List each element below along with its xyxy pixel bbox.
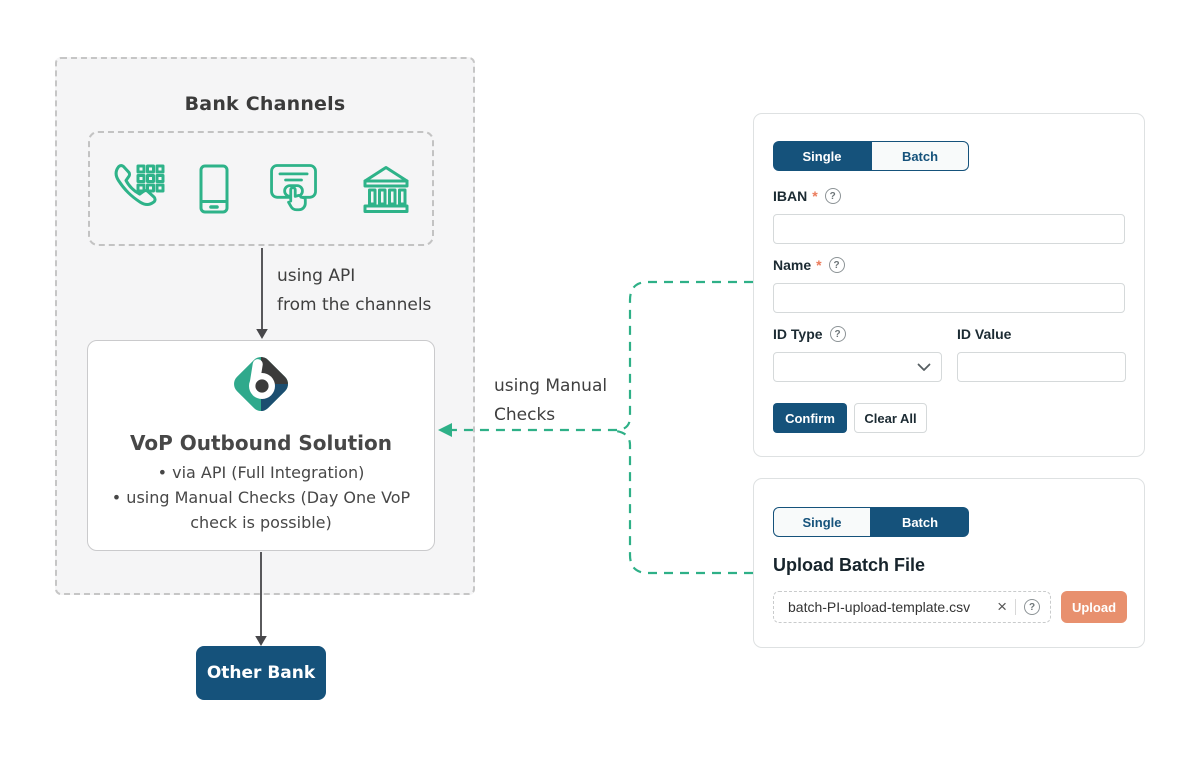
- name-label-text: Name: [773, 257, 812, 273]
- clear-all-button[interactable]: Clear All: [854, 403, 927, 433]
- name-input[interactable]: [773, 283, 1125, 313]
- iban-input[interactable]: [773, 214, 1125, 244]
- id-type-label: ID Type ?: [773, 326, 846, 342]
- help-icon[interactable]: ?: [824, 188, 841, 204]
- required-marker: *: [816, 257, 822, 273]
- divider: [1015, 599, 1016, 615]
- phone-keypad-icon: [108, 160, 166, 218]
- other-bank-node: Other Bank: [196, 646, 326, 700]
- iban-label-text: IBAN: [773, 188, 808, 204]
- tab-single[interactable]: Single: [773, 141, 871, 171]
- card-click-icon: [265, 158, 323, 216]
- clear-file-icon[interactable]: ×: [997, 596, 1007, 616]
- batch-panel-tabs: Single Batch: [773, 507, 969, 537]
- vop-box-title: VoP Outbound Solution: [130, 431, 392, 455]
- smartphone-icon: [185, 160, 243, 218]
- other-bank-label: Other Bank: [206, 663, 316, 683]
- vop-bullet-item: • using Manual Checks (Day One VoP check…: [111, 488, 411, 532]
- using-manual-checks-label: using Manual Checks: [494, 376, 608, 425]
- upload-batch-file-heading: Upload Batch File: [773, 555, 926, 575]
- using-api-label: using API from the channels: [277, 266, 432, 315]
- id-value-label-text: ID Value: [957, 326, 1012, 342]
- vop-bullet-list: • via API (Full Integration) • using Man…: [91, 460, 431, 535]
- help-icon[interactable]: ?: [828, 257, 845, 273]
- single-check-panel: Single Batch IBAN * ? Name * ? ID Type ?…: [753, 113, 1145, 457]
- id-value-input[interactable]: [957, 352, 1126, 382]
- iban-label: IBAN * ?: [773, 188, 841, 204]
- upload-button[interactable]: Upload: [1061, 591, 1127, 623]
- required-marker: *: [812, 188, 818, 204]
- bank-building-icon: [357, 160, 415, 218]
- channel-icons-box: [88, 131, 434, 246]
- id-value-label: ID Value: [957, 326, 1011, 342]
- chevron-down-icon: [917, 363, 931, 371]
- id-type-select[interactable]: [773, 352, 942, 382]
- batch-upload-panel: Single Batch Upload Batch File batch-PI-…: [753, 478, 1145, 648]
- bank-channels-title: Bank Channels: [184, 93, 346, 115]
- name-label: Name * ?: [773, 257, 845, 273]
- tab-single[interactable]: Single: [773, 507, 871, 537]
- tab-batch[interactable]: Batch: [871, 507, 969, 537]
- confirm-button[interactable]: Confirm: [773, 403, 847, 433]
- vop-bullet-item: • via API (Full Integration): [157, 463, 365, 482]
- id-type-label-text: ID Type: [773, 326, 823, 342]
- batch-file-input[interactable]: batch-PI-upload-template.csv × ?: [773, 591, 1051, 623]
- single-panel-tabs: Single Batch: [773, 141, 969, 171]
- help-icon[interactable]: ?: [829, 326, 846, 342]
- selected-file-name: batch-PI-upload-template.csv: [788, 599, 971, 615]
- help-icon[interactable]: ?: [1024, 599, 1040, 615]
- vop-brand-logo: [227, 350, 295, 418]
- tab-batch[interactable]: Batch: [871, 141, 969, 171]
